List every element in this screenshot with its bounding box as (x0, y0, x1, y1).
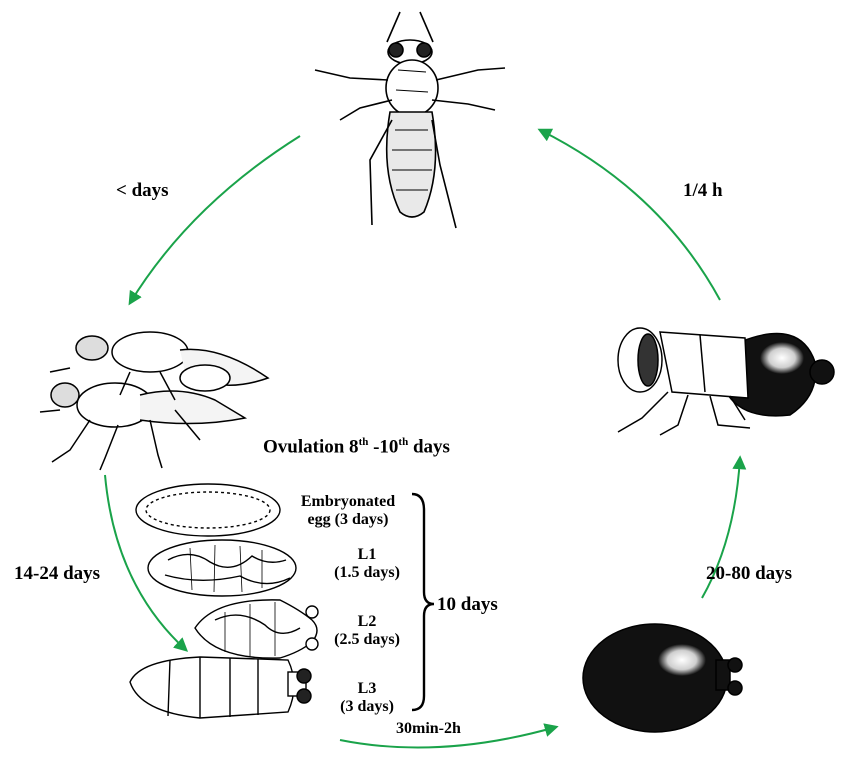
tsetse-adult-figure (314, 11, 506, 229)
arrow-mating-to-larva (104, 474, 189, 652)
label-pupa-to-adult: 1/4 h (683, 180, 723, 201)
label-mating-to-larva: 14-24 days (14, 563, 101, 584)
label-bracket-total: 10 days (437, 594, 498, 615)
larva-l2-figure (194, 599, 319, 659)
label-puparium-to-pupa: 20-80 days (706, 563, 793, 584)
puparium-figure (582, 623, 743, 733)
label-adult-to-mating: < days (116, 180, 169, 201)
arrow-larva-to-puparium (339, 723, 559, 749)
label-stage-l1: L1(1.5 days) (334, 546, 400, 582)
label-stage-l2: L2(2.5 days) (334, 613, 400, 649)
emerging-adult-figure (617, 327, 835, 436)
mating-pair-figure (39, 331, 270, 471)
larva-l1-figure (147, 539, 297, 597)
label-stage-l3: L3(3 days) (340, 680, 394, 716)
arrow-puparium-to-pupa (701, 455, 747, 599)
label-larva-to-puparium: 30min-2h (396, 720, 461, 737)
label-ovulation: Ovulation 8th -10th days (263, 436, 450, 458)
arrow-pupa-to-adult (537, 128, 721, 301)
arrow-adult-to-mating (128, 135, 301, 306)
stage-bracket (411, 492, 435, 712)
larva-l3-figure (129, 656, 312, 719)
embryonated-egg-figure (135, 483, 281, 537)
